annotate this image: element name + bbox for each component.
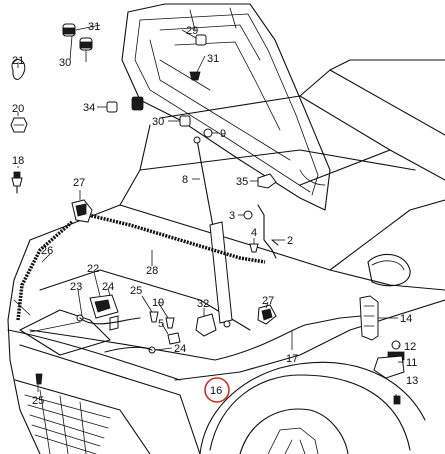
callout-17: 17 [286,353,298,365]
callout-14: 14 [400,313,412,325]
callout-25b: 25 [32,395,44,407]
callout-27b: 27 [262,295,274,307]
hood-panel [121,3,331,211]
callout-31b: 31 [207,53,219,65]
callout-4: 4 [251,227,257,239]
callout-13: 13 [406,375,418,387]
callout-16: 16 [210,385,222,397]
callout-28: 28 [146,265,158,277]
callout-3: 3 [229,210,235,222]
callout-24a: 24 [102,281,114,293]
hood-gas-strut [193,136,233,328]
callout-30b: 30 [152,116,164,128]
car-body [7,59,445,454]
callout-labels: 31 30 21 20 18 34 30 29 31 9 8 35 3 4 2 … [12,21,418,407]
callout-9: 9 [220,128,226,140]
callout-25a: 25 [130,285,142,297]
callout-31a: 31 [88,21,100,33]
callout-19: 19 [152,297,164,309]
callout-23: 23 [70,281,82,293]
highlight-ring [204,377,230,403]
callout-30a: 30 [59,57,71,69]
callout-27a: 27 [73,177,85,189]
callout-22: 22 [87,263,99,275]
callout-2: 2 [287,235,293,247]
callout-18: 18 [12,155,24,167]
callout-24b: 24 [174,343,186,355]
callout-29: 29 [186,25,198,37]
callout-21: 21 [12,55,24,67]
callout-34: 34 [83,102,95,114]
hood-seal [87,213,266,264]
release-cable [29,314,373,361]
callout-8: 8 [182,174,188,186]
callout-5: 5 [158,318,164,330]
callout-11: 11 [406,357,417,369]
seal-strip-left [16,220,74,321]
callout-35: 35 [236,176,248,188]
callout-32: 32 [197,298,209,310]
callout-26: 26 [41,245,53,257]
leader-lines [17,24,404,404]
small-parts [10,23,405,405]
callout-20: 20 [12,103,24,115]
callout-12: 12 [404,341,416,353]
